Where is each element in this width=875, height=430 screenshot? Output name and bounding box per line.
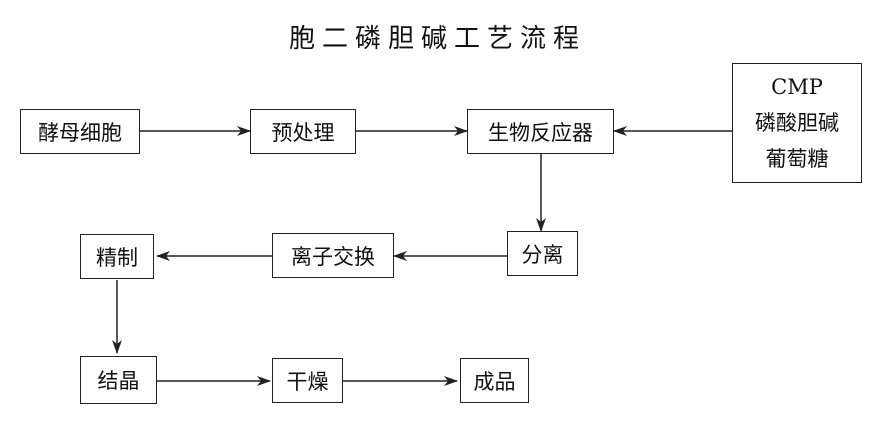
- node-ion-exchange: 离子交换: [272, 233, 394, 278]
- node-crystallization: 结晶: [80, 356, 157, 404]
- node-inputs: CMP 磷酸胆碱 葡萄糖: [732, 63, 862, 183]
- node-refining: 精制: [80, 234, 154, 279]
- node-pretreatment: 预处理: [250, 109, 356, 154]
- node-product: 成品: [460, 358, 529, 403]
- node-drying: 干燥: [272, 358, 343, 403]
- input-phosphocholine: 磷酸胆碱: [755, 111, 839, 135]
- input-cmp: CMP: [771, 75, 823, 99]
- diagram-title: 胞二磷胆碱工艺流程: [288, 24, 586, 54]
- input-glucose: 葡萄糖: [765, 147, 829, 171]
- node-separation: 分离: [507, 231, 578, 276]
- node-yeast-cells: 酵母细胞: [20, 109, 140, 154]
- node-bioreactor: 生物反应器: [467, 109, 614, 154]
